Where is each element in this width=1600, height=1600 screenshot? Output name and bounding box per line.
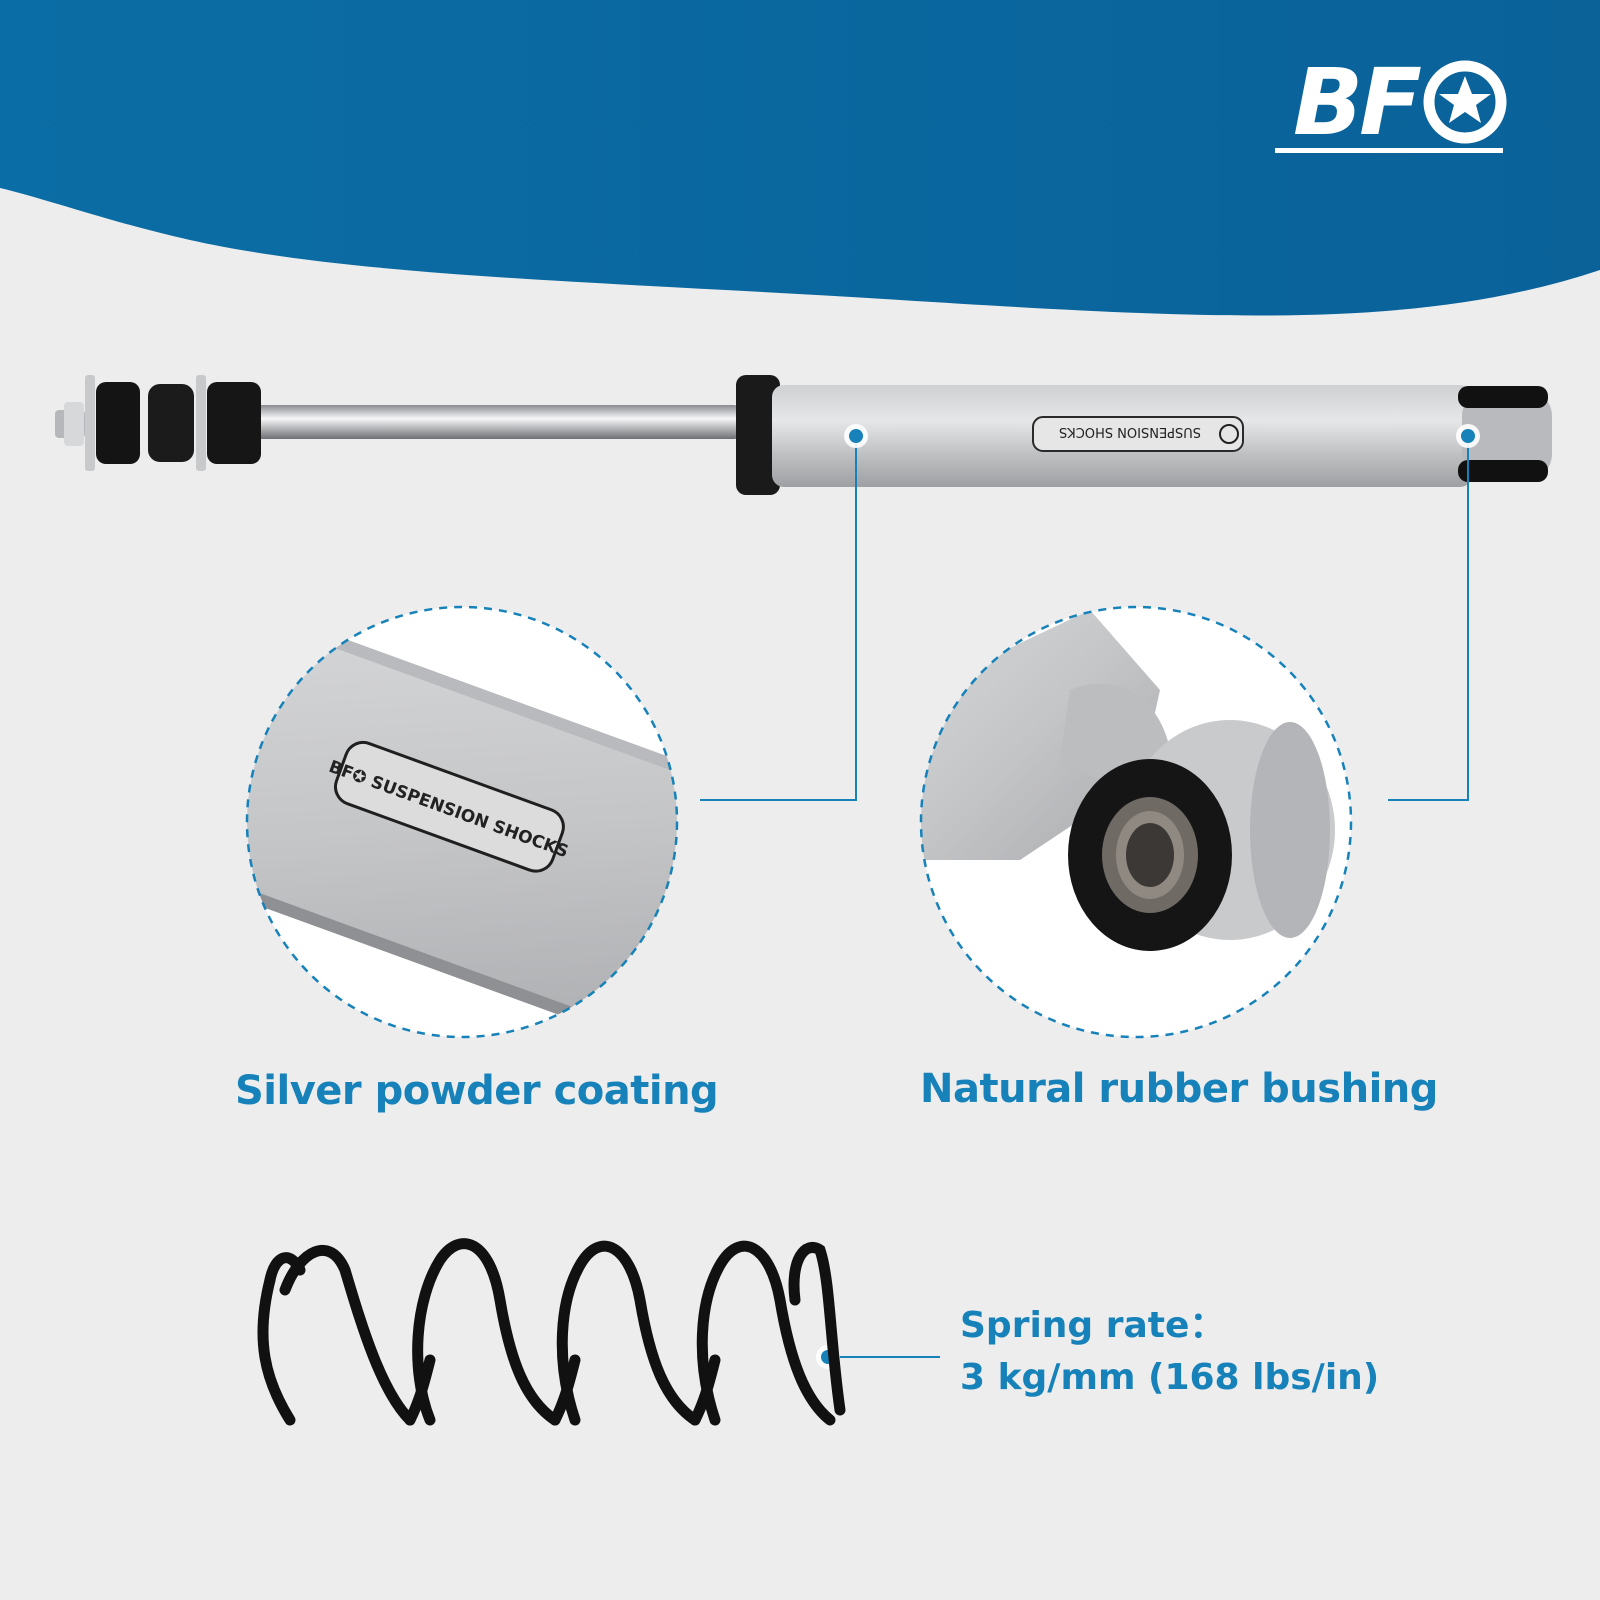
callout-body	[700, 438, 857, 801]
svg-text:SUSPENSION SHOCKS: SUSPENSION SHOCKS	[1059, 424, 1201, 439]
spring-rate-title: Spring rate：	[960, 1305, 1226, 1346]
header-wave	[0, 0, 1600, 316]
feature-caption-bushing: Natural rubber bushing	[920, 1066, 1438, 1112]
rubber-bushing-closeup	[921, 607, 1351, 1037]
feature-caption-coating: Silver powder coating	[235, 1068, 719, 1114]
spring-rate-spec: Spring rate： 3 kg/mm (168 lbs/in)	[960, 1300, 1379, 1404]
spring-rate-value: 3 kg/mm (168 lbs/in)	[960, 1357, 1380, 1398]
callout-bushing	[1388, 438, 1469, 801]
